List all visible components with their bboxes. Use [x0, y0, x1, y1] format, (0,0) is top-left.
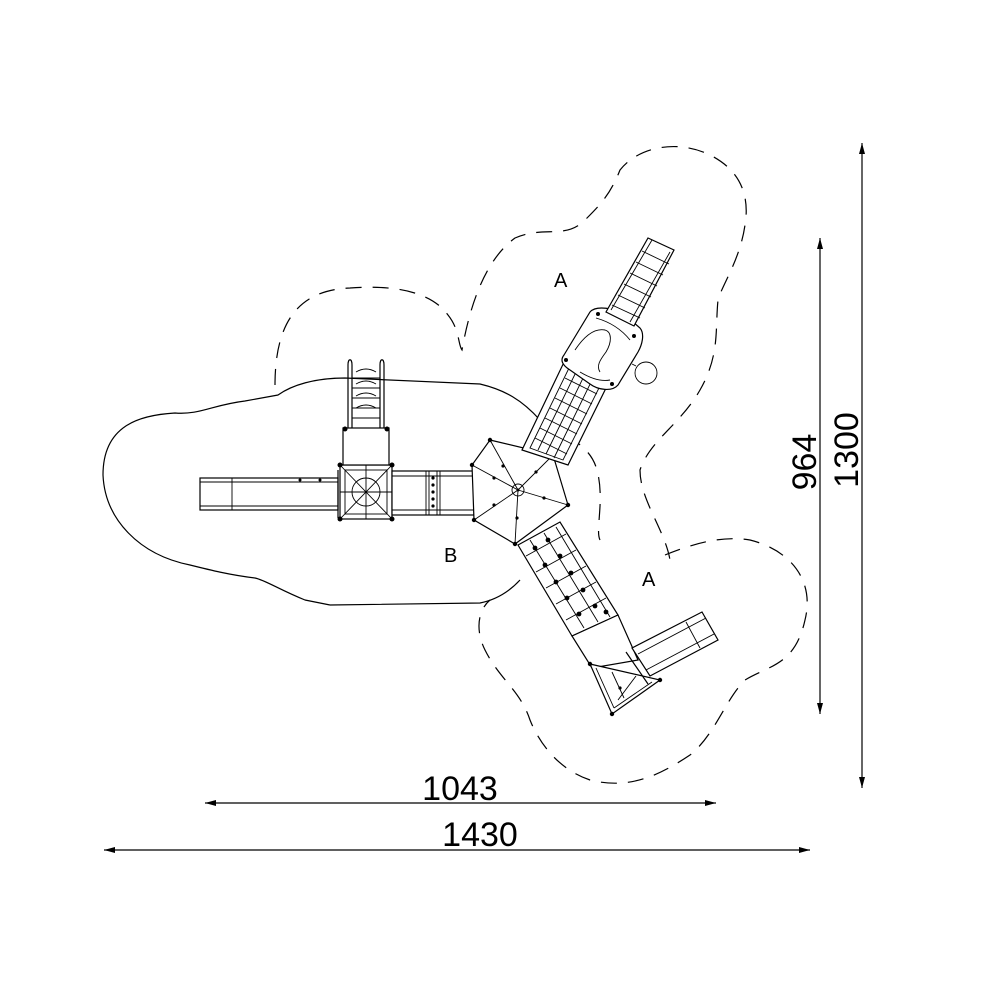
zone-label-a-upper: A	[554, 270, 568, 292]
connecting-bridge	[391, 470, 475, 516]
lower-right-slide	[625, 611, 719, 685]
lower-climbing-wall	[517, 521, 619, 637]
left-tower-platform	[337, 426, 395, 522]
zone-b-solid-outline	[102, 377, 541, 606]
dim-label-width-outer: 1430	[442, 816, 518, 854]
left-slide	[199, 470, 339, 518]
dim-label-height-outer: 1300	[828, 412, 866, 488]
zone-a-upper-dashed-outline	[274, 145, 747, 561]
zone-a-lower-dashed-outline	[478, 419, 808, 784]
upper-right-ladder	[605, 237, 675, 327]
dim-label-width-inner: 1043	[422, 770, 498, 808]
dim-label-height-inner: 964	[786, 434, 824, 491]
left-ladder	[347, 359, 385, 428]
safety-zone-outlines	[102, 145, 808, 784]
zone-label-b: B	[444, 545, 457, 567]
zone-label-a-lower: A	[642, 569, 656, 591]
dimension-lines	[104, 143, 865, 853]
